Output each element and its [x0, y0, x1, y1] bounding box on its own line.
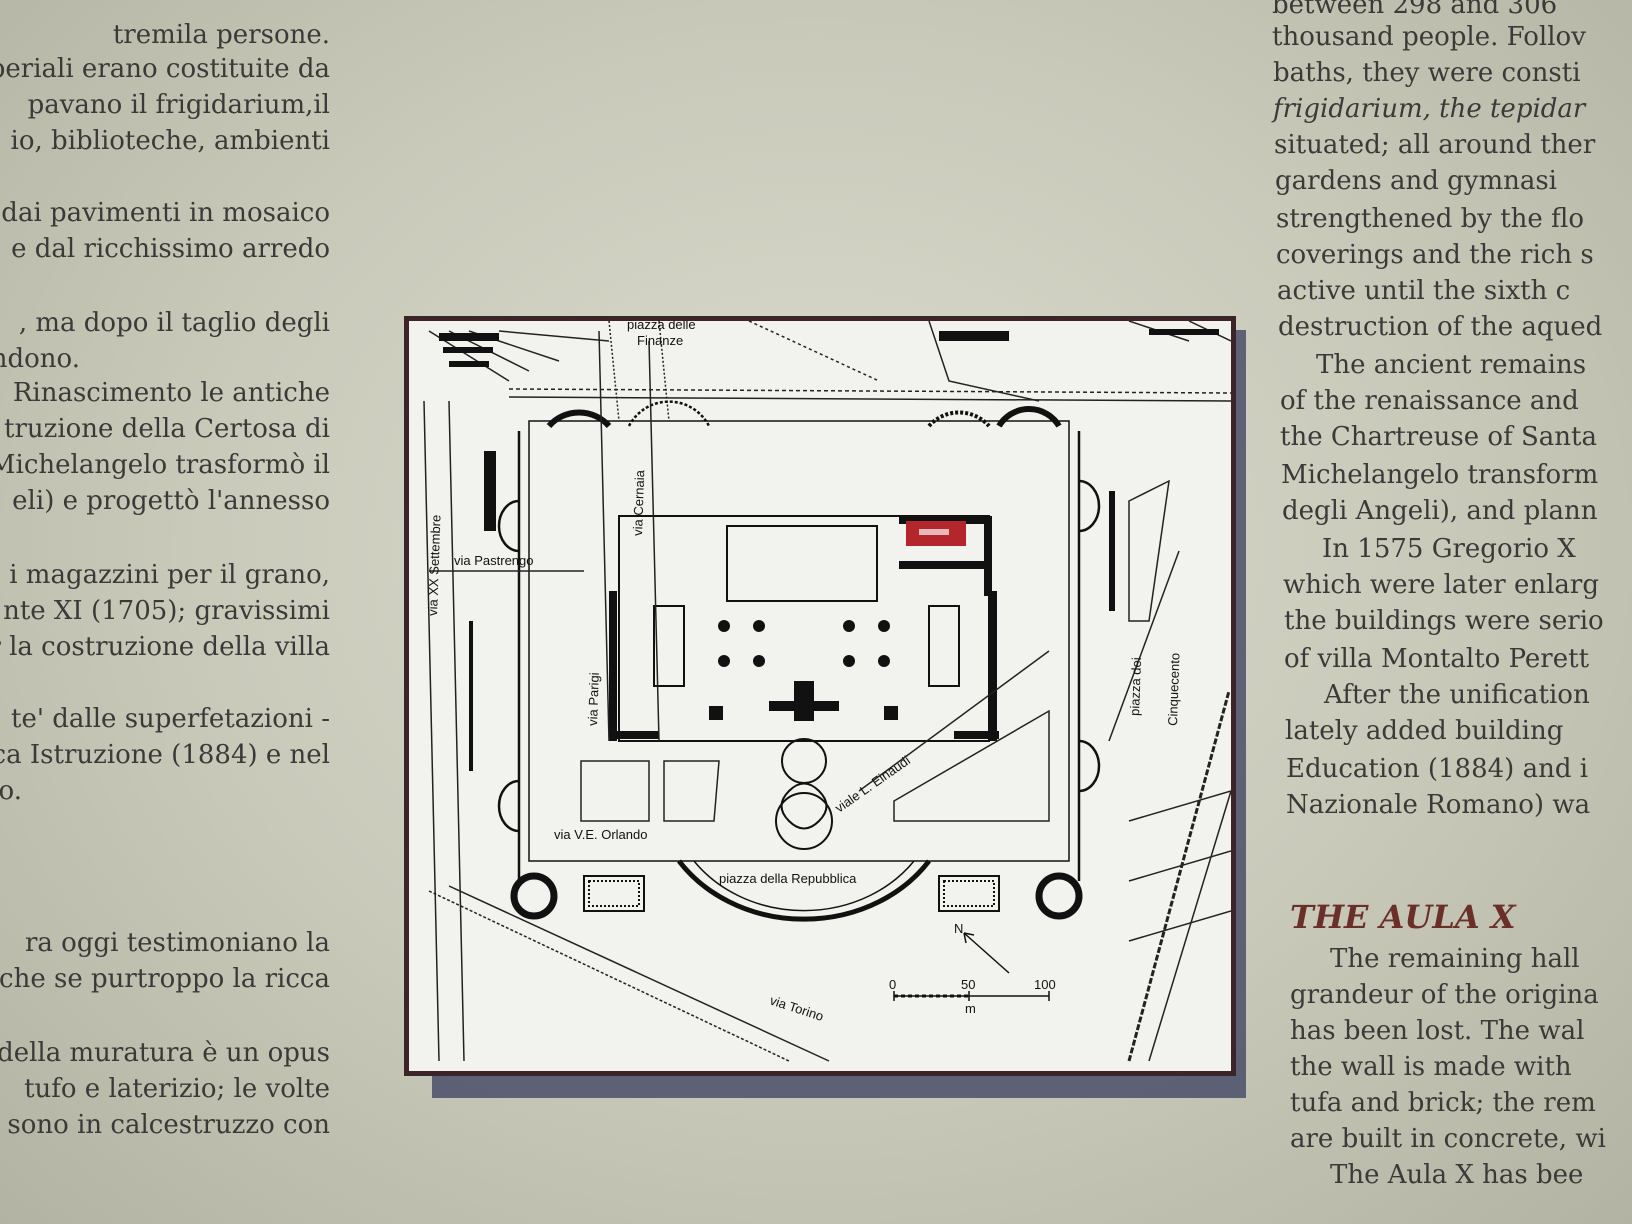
text-line: situated; all around ther — [1274, 130, 1596, 160]
text-line: has been lost. The wal — [1290, 1016, 1585, 1046]
text-line: nte XI (1705); gravissimi — [3, 596, 330, 626]
text-line: The Aula X has bee — [1330, 1160, 1584, 1190]
text-line: lately added building — [1285, 716, 1564, 746]
text-line: r la costruzione della villa — [0, 632, 330, 662]
text-line: the wall is made with — [1290, 1052, 1572, 1082]
label-via-xx-settembre: via XX Settembre — [425, 514, 444, 616]
text-line: baths, they were consti — [1273, 58, 1581, 88]
text-line: strengthened by the flo — [1276, 204, 1585, 234]
text-line: lica Istruzione (1884) e nel — [0, 740, 330, 770]
text-line: thousand people. Follov — [1272, 22, 1586, 52]
label-via-pastrengo: via Pastrengo — [454, 553, 534, 568]
scale-unit: m — [965, 1001, 976, 1016]
text-line: destruction of the aqued — [1278, 312, 1603, 342]
text-line: Michelangelo transform — [1281, 460, 1599, 490]
text-line: the Chartreuse of Santa — [1280, 422, 1597, 452]
right-text-column: between 298 and 306 thousand people. Fol… — [1272, 0, 1632, 1224]
text-line: grandeur of the origina — [1290, 980, 1599, 1010]
text-line: tufo e laterizio; le volte — [24, 1074, 330, 1104]
site-plan-map: piazza delle Finanze via Cernaia via XX … — [404, 316, 1236, 1076]
north-label: N — [954, 921, 963, 936]
text-line: of villa Montalto Perett — [1284, 644, 1590, 674]
text-line: della muratura è un opus — [0, 1038, 330, 1068]
text-line: i magazzini per il grano, — [9, 560, 330, 590]
section-heading: THE AULA X — [1290, 898, 1516, 936]
text-line: Michelangelo trasformò il — [0, 450, 330, 480]
label-piazza-repubblica: piazza della Repubblica — [719, 871, 857, 886]
text-line: , sono in calcestruzzo con — [0, 1110, 330, 1140]
label-via-orlando: via V.E. Orlando — [554, 827, 647, 842]
label-via-parigi: via Parigi — [585, 672, 602, 726]
text-line: e dal ricchissimo arredo — [11, 234, 330, 264]
text-line: the buildings were serio — [1284, 606, 1604, 636]
text-line: ndono. — [0, 344, 80, 374]
scale-label-100: 100 — [1034, 977, 1056, 992]
text-line: dai pavimenti in mosaico — [1, 198, 330, 228]
label-cinquecento: Cinquecento — [1165, 653, 1183, 726]
text-line: After the unification — [1324, 680, 1590, 710]
text-line: pavano il frigidarium,il — [27, 90, 330, 120]
text-line: In 1575 Gregorio X — [1322, 534, 1576, 564]
text-line: periali erano costituite da — [0, 54, 330, 84]
label-piazza-finanze: piazza delle — [627, 321, 696, 332]
text-line: eli) e progettò l'annesso — [12, 486, 330, 516]
text-line: ra oggi testimoniano la — [24, 928, 330, 958]
text-line: io, biblioteche, ambienti — [10, 126, 330, 156]
text-line: active until the sixth c — [1277, 276, 1571, 306]
label-via-torino: via Torino — [768, 993, 825, 1024]
text-line: Education (1884) and i — [1286, 754, 1589, 784]
label-piazza-dei: piazza dei — [1127, 657, 1144, 716]
text-line: che se purtroppo la ricca — [0, 964, 330, 994]
text-line: , ma dopo il taglio degli — [18, 308, 330, 338]
text-line: coverings and the rich s — [1276, 240, 1594, 270]
text-line: truzione della Certosa di — [4, 414, 330, 444]
text-line: between 298 and 306 — [1272, 0, 1558, 20]
scale-label-0: 0 — [889, 977, 896, 992]
text-line: of the renaissance and — [1280, 386, 1579, 416]
text-line: Nazionale Romano) wa — [1286, 790, 1591, 820]
text-line: The remaining hall — [1330, 944, 1580, 974]
label-viale-einaudi: viale L. Einaudi — [832, 753, 913, 816]
text-line: degli Angeli), and plann — [1282, 496, 1598, 526]
text-line: The ancient remains — [1316, 350, 1587, 380]
text-line: tufa and brick; the rem — [1290, 1088, 1596, 1118]
label-via-cernaia: via Cernaia — [630, 469, 647, 536]
text-line: which were later enlarg — [1283, 570, 1599, 600]
left-text-column: tremila persone. periali erano costituit… — [0, 0, 330, 1224]
text-line: o. — [0, 776, 22, 806]
label-finanze: Finanze — [637, 333, 683, 348]
text-line: te' dalle superfetazioni - — [11, 704, 330, 734]
text-line: are built in concrete, wi — [1290, 1124, 1606, 1154]
scale-label-50: 50 — [961, 977, 975, 992]
text-line: Rinascimento le antiche — [12, 378, 330, 408]
text-line: frigidarium, the tepidar — [1273, 94, 1586, 124]
text-line: tremila persone. — [112, 20, 330, 50]
text-line: gardens and gymnasi — [1275, 166, 1558, 196]
site-plan-drawing: piazza delle Finanze via Cernaia via XX … — [423, 321, 1231, 1062]
